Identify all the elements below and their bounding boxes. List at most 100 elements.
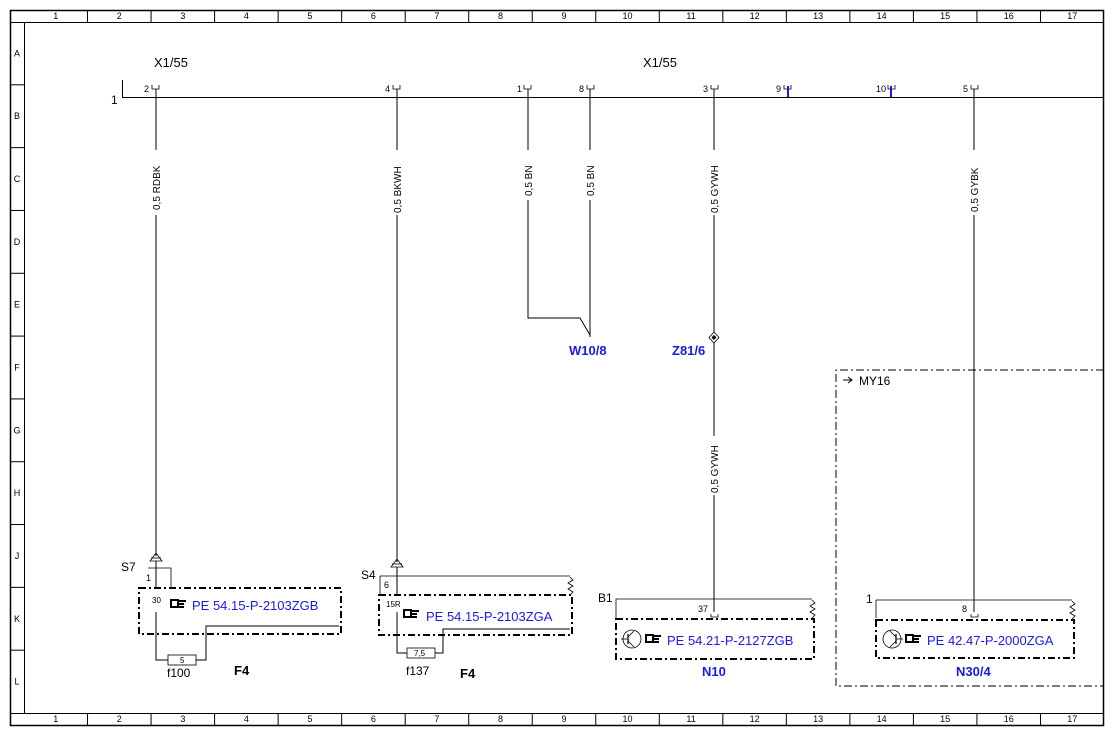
ref-link-pe-54-21-p-2127zgb[interactable]: PE 54.21-P-2127ZGB [667,633,793,648]
pointer-hand-icon [905,634,921,643]
wire-label-gywh-1: 0,5 GYWH [710,165,721,213]
pin-10: 10 [876,84,896,97]
column-number-top: 4 [244,11,249,21]
pin-label-6: 6 [384,580,389,590]
column-number-top: 10 [623,11,633,21]
module-name-n10-link[interactable]: N10 [702,664,726,679]
column-number-top: 5 [307,11,312,21]
pin-5: 5 [963,84,979,94]
bus-number: 1 [111,93,118,107]
column-number-top: 16 [1004,11,1014,21]
wire-label-gywh-2: 0,5 GYWH [710,445,721,493]
column-number-top: 14 [877,11,887,21]
fuse-f100-icon [167,654,197,666]
svg-text:5: 5 [963,84,968,94]
pin-2: 2 [144,84,160,94]
column-number-bottom: 14 [877,714,887,724]
module-box-f4-right [378,594,573,636]
pointer-hand-icon [403,609,419,618]
column-number-top: 13 [813,11,823,21]
svg-text:3: 3 [703,84,708,94]
column-number-top: 9 [561,11,566,21]
fuse-name-f137: f137 [406,664,430,678]
row-letter: K [14,614,20,624]
column-number-bottom: 8 [498,714,503,724]
fuse-name-f100: f100 [167,666,191,680]
row-letter: B [14,111,20,121]
pin-label-37: 37 [698,604,708,614]
ref-link-pe-54-15-p-2103zgb[interactable]: PE 54.15-P-2103ZGB [192,598,318,613]
column-number-bottom: 2 [117,714,122,724]
column-number-bottom: 5 [307,714,312,724]
column-number-bottom: 12 [750,714,760,724]
wire-label-rdbk: 0,5 RDBK [152,165,163,210]
wire-label-bkwh: 0,5 BKWH [393,166,404,213]
pin-4: 4 [385,84,401,94]
svg-text:10: 10 [876,84,886,94]
arrow-right-icon [843,376,853,384]
variant-region: MY16 [835,369,1104,687]
column-number-bottom: 13 [813,714,823,724]
svg-text:1: 1 [517,84,522,94]
connector-pins: 2 4 1 8 3 9 10 5 [144,84,979,97]
column-number-top: 12 [750,11,760,21]
transistor-icon [621,629,642,649]
wire-label-bn-1: 0,5 BN [524,165,535,196]
ref-link-pe-54-15-p-2103zga[interactable]: PE 54.15-P-2103ZGA [426,609,553,624]
splice-w10-8-link[interactable]: W10/8 [569,343,607,358]
pin-label-1: 1 [146,573,151,583]
cable-break-icon [567,576,574,596]
module-n10: B1 37 PE 54.21-P-2127ZGB N10 [598,591,816,679]
row-letter: G [13,425,20,435]
pin-3: 3 [703,84,719,94]
row-letter: D [14,237,21,247]
cable-break-icon [809,599,816,619]
column-number-bottom: 10 [623,714,633,724]
column-number-top: 11 [686,11,695,21]
switch-label-b1: B1 [598,591,613,605]
ref-link-pe-42-47-p-2000zga[interactable]: PE 42.47-P-2000ZGA [927,633,1054,648]
fuse-value-f100: 5 [180,656,185,665]
column-number-bottom: 6 [371,714,376,724]
splice-diamond-icon [708,331,720,344]
switch-label-s4: S4 [361,568,376,582]
row-letter: E [14,300,20,310]
svg-text:4: 4 [385,84,390,94]
column-number-top: 2 [117,11,122,21]
column-number-bottom: 9 [561,714,566,724]
pin-label-8: 8 [962,604,967,614]
svg-text:8: 8 [579,84,584,94]
cable-break-icon [1069,600,1076,620]
connector-label-right: X1/55 [643,55,677,70]
module-box-f4-left [138,587,342,635]
column-number-bottom: 16 [1004,714,1014,724]
splice-z81-6-link[interactable]: Z81/6 [672,343,705,358]
row-letter: H [14,488,21,498]
switch-label-s7: S7 [121,560,136,574]
module-name-f4-right: F4 [460,666,476,681]
module-name-n30-4-link[interactable]: N30/4 [956,664,991,679]
column-number-bottom: 17 [1067,714,1077,724]
fuse-f137-icon [406,647,436,659]
column-number-top: 17 [1067,11,1077,21]
column-number-top: 3 [180,11,185,21]
wire-rdbk: 0,5 RDBK [152,89,163,556]
column-number-bottom: 3 [180,714,185,724]
module-n30-4: 1 8 PE 42.47-P-2000ZGA N30/4 [866,592,1076,679]
pointer-hand-icon [645,634,661,643]
row-letter: A [14,48,20,58]
fuse-value-f137: 7,5 [414,649,426,658]
wire-label-bn-2: 0,5 BN [586,165,597,196]
column-number-top: 8 [498,11,503,21]
column-number-bottom: 7 [434,714,439,724]
svg-text:9: 9 [776,84,781,94]
sheet-frame [9,9,1105,727]
wire-bn-1: 0,5 BN [524,89,591,336]
connector-label-left: X1/55 [154,55,188,70]
module-f4-left: S7 1 30 PE 54.15-P-2103ZGB 5 f100 F4 [121,552,342,680]
module-name-f4-left: F4 [234,663,250,678]
transistor-icon [882,629,903,649]
variant-label: MY16 [859,374,891,388]
pin-9: 9 [776,84,792,97]
row-letter: C [14,174,21,184]
